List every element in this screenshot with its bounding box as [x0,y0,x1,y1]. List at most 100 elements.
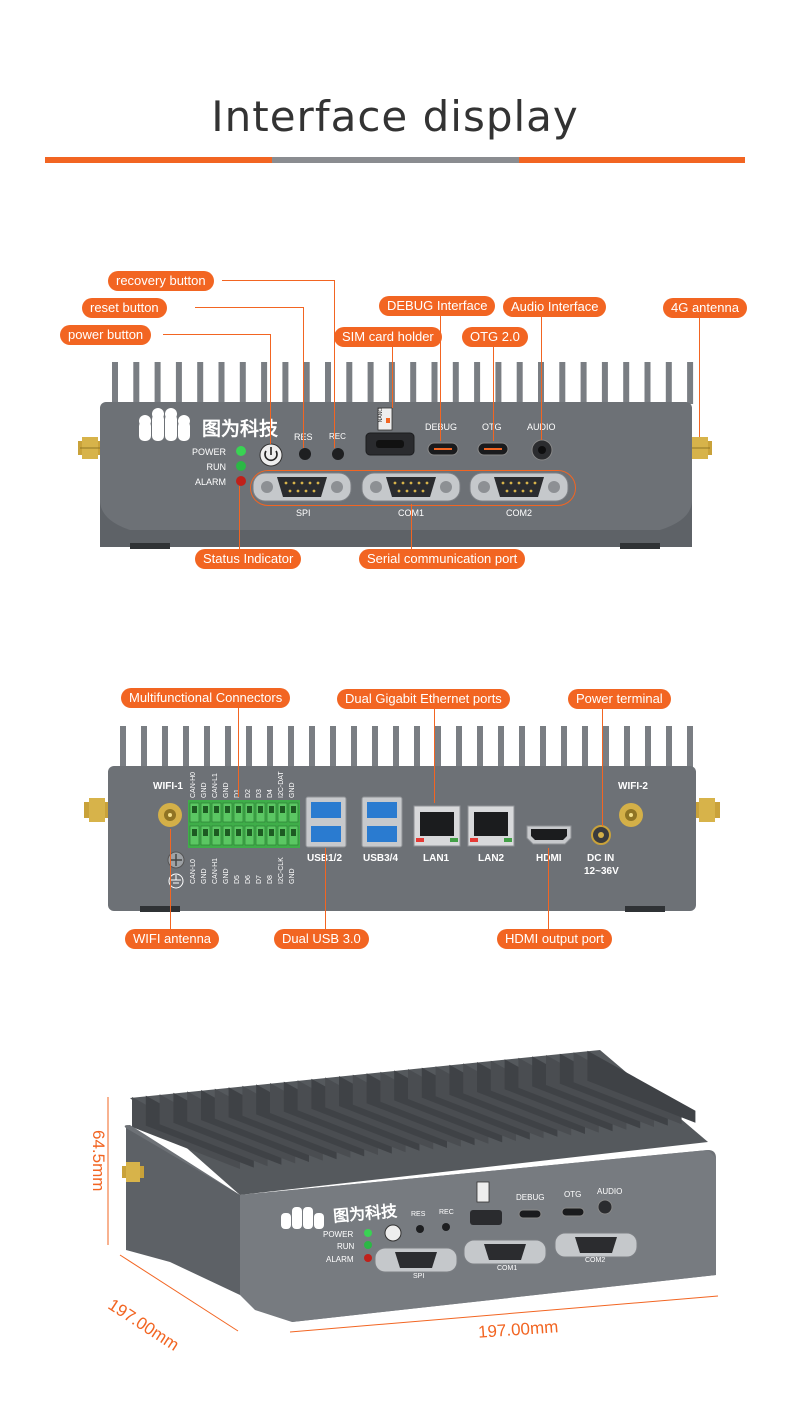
callout-power-terminal: Power terminal [568,689,671,709]
fin [452,362,459,404]
front-heatsink-fins [112,362,694,404]
divider-middle [272,157,519,163]
terminal-pin [222,802,233,823]
iso-label-otg: OTG [564,1190,582,1199]
iso-brand-logo-icon [281,1207,324,1229]
fin [346,362,353,404]
isometric-illustration [107,1050,719,1333]
fin [372,726,378,768]
callout-usb: Dual USB 3.0 [274,929,369,949]
fin [603,726,609,768]
power-led-icon [236,446,246,456]
callout-serial-port: Serial communication port [359,549,526,569]
fin [303,362,310,404]
fin [666,726,672,768]
fin [580,362,587,404]
terminal-label: CAN-L0 [190,859,197,884]
fin [624,726,630,768]
fin [388,362,395,404]
fin [218,362,225,404]
antenna-4g-icon [688,437,712,459]
fin [288,726,294,768]
callout-power-button: power button [60,325,152,345]
fin [601,362,608,404]
label-spi: SPI [296,508,311,518]
callout-debug-interface: DEBUG Interface [379,296,496,316]
wifi1-connector-icon [158,803,182,827]
divider-left [45,157,272,163]
fin [410,362,417,404]
terminal-pin [277,825,288,846]
fin [540,726,546,768]
iso-label-res: RES [411,1211,426,1218]
fin [246,726,252,768]
reset-button-icon [299,448,311,460]
rear-panel-illustration [84,726,720,912]
terminal-pin [244,825,255,846]
iso-db9-icon-0 [374,1247,458,1273]
terminal-pin [266,802,277,823]
fin [431,362,438,404]
terminal-pin [200,802,211,823]
fin [112,362,118,404]
terminal-pin [266,825,277,846]
callout-recovery-button: recovery button [108,271,214,291]
terminal-pin [189,825,200,846]
fin [516,362,523,404]
iso-db9-icon-1 [463,1239,547,1265]
iso-antenna-icon [122,1162,144,1182]
page-title: Interface display [211,92,579,141]
rear-heatsink-fins [120,726,693,768]
iso-label-debug: DEBUG [516,1193,545,1202]
terminal-label: GND [223,782,230,798]
terminal-label: I2C-CLK [278,857,285,884]
lan1-port-icon [413,805,461,847]
fin [154,362,161,404]
terminal-label: D8 [267,875,274,884]
iso-led-power: POWER [323,1230,354,1239]
fin [183,726,189,768]
callout-4g-antenna: 4G antenna [663,298,747,318]
fin [197,362,204,404]
fin [330,726,336,768]
iso-label-audio: AUDIO [597,1187,623,1196]
terminal-label: D6 [245,875,252,884]
label-wifi2: WIFI-2 [618,781,648,792]
fin [435,726,441,768]
wifi-antenna-right-icon [694,798,720,822]
terminal-pin [233,802,244,823]
terminal-label: GND [289,782,296,798]
dc-in-port-icon [591,825,611,845]
serial-highlight-outline [250,470,576,506]
fin [162,726,168,768]
terminal-block-icon [188,800,300,848]
terminal-pin [211,802,222,823]
terminal-pin [255,825,266,846]
led-label-power: POWER [191,447,226,457]
divider-right [519,157,745,163]
fin [644,362,651,404]
callout-hdmi: HDMI output port [497,929,612,949]
terminal-label: D7 [256,875,263,884]
terminal-pin [200,825,211,846]
callout-reset-button: reset button [82,298,167,318]
ground-screw-icon [167,851,185,869]
terminal-label: GND [223,868,230,884]
callout-audio-interface: Audio Interface [503,297,607,317]
terminal-pin [233,825,244,846]
fin [519,726,525,768]
fin [559,362,566,404]
label-dc-range: 12~36V [584,866,619,877]
fin [309,726,315,768]
fin [687,362,694,404]
fin [367,362,374,404]
sim-card-holder-icon [365,407,415,456]
iso-led-run: RUN [337,1242,355,1251]
brand-name: 图为科技 [202,418,279,440]
fin [120,726,126,768]
wifi2-connector-icon [619,803,643,827]
lan2-port-icon [467,805,515,847]
iso-label-com2: COM2 [585,1257,606,1264]
callout-sim-card-holder: SIM card holder [334,327,442,347]
fin [282,362,289,404]
